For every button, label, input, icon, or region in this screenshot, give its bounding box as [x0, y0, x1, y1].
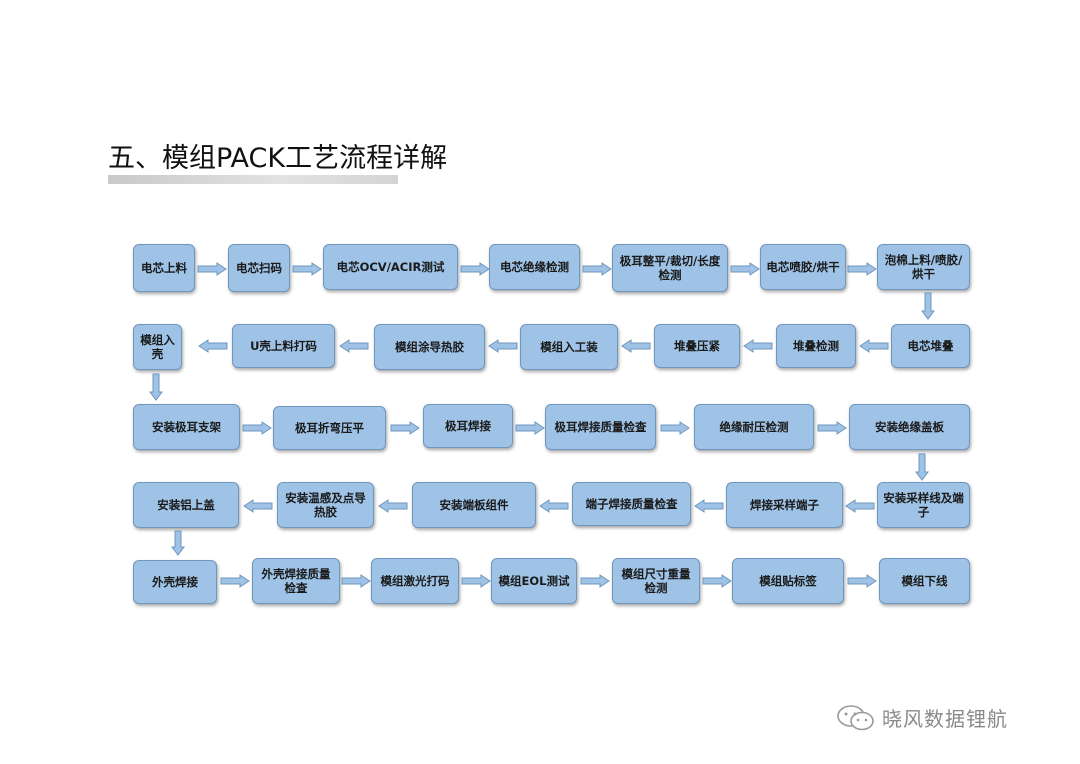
step-1: 电芯上料	[133, 244, 195, 292]
wechat-icon	[837, 704, 874, 730]
arrow-right-icon	[817, 421, 847, 435]
step-17: 极耳焊接	[423, 404, 513, 448]
step-11: 模组入工装	[520, 324, 618, 370]
step-9: 堆叠检测	[776, 324, 856, 368]
arrow-left-icon	[859, 339, 889, 353]
step-23: 端子焊接质量检查	[572, 482, 691, 526]
step-18: 极耳焊接质量检查	[545, 404, 656, 450]
step-4: 电芯绝缘检测	[489, 244, 580, 290]
arrow-left-icon	[198, 339, 228, 353]
arrow-right-icon	[660, 421, 690, 435]
arrow-left-icon	[621, 339, 651, 353]
arrow-right-icon	[580, 574, 610, 588]
step-14: 模组入壳	[133, 324, 182, 370]
arrow-right-icon	[730, 262, 760, 276]
arrow-right-icon	[702, 574, 732, 588]
step-19: 绝缘耐压检测	[694, 404, 814, 450]
arrow-right-icon	[582, 262, 612, 276]
arrow-left-icon	[488, 339, 518, 353]
step-25: 安装温感及点导热胶	[277, 482, 374, 528]
step-30: 模组EOL测试	[491, 558, 577, 604]
step-33: 模组下线	[879, 558, 970, 604]
arrow-right-icon	[242, 421, 272, 435]
step-27: 外壳焊接	[133, 560, 217, 604]
arrow-right-icon	[292, 262, 322, 276]
arrow-right-icon	[341, 574, 371, 588]
page-title: 五、模组PACK工艺流程详解	[108, 143, 448, 174]
step-5: 极耳整平/裁切/长度检测	[612, 244, 728, 292]
watermark-text: 晓风数据锂航	[882, 707, 1008, 731]
arrow-left-icon	[243, 499, 273, 513]
step-29: 模组激光打码	[371, 558, 459, 604]
step-28: 外壳焊接质量检查	[252, 558, 340, 604]
arrow-right-icon	[390, 421, 420, 435]
arrow-right-icon	[220, 574, 250, 588]
arrow-left-icon	[539, 499, 569, 513]
step-2: 电芯扫码	[228, 244, 290, 292]
step-20: 安装绝缘盖板	[849, 404, 970, 450]
step-7: 泡棉上料/喷胶/烘干	[877, 244, 970, 290]
step-31: 模组尺寸重量检测	[612, 558, 700, 604]
step-32: 模组贴标签	[732, 558, 844, 604]
arrow-down-icon	[921, 292, 935, 320]
step-12: 模组涂导热胶	[374, 324, 485, 370]
arrow-left-icon	[743, 339, 773, 353]
step-22: 焊接采样端子	[726, 482, 843, 528]
arrow-left-icon	[339, 339, 369, 353]
step-21: 安装采样线及端子	[877, 482, 970, 528]
step-3: 电芯OCV/ACIR测试	[323, 244, 458, 290]
arrow-left-icon	[378, 499, 408, 513]
arrow-right-icon	[847, 262, 877, 276]
arrow-left-icon	[845, 499, 875, 513]
watermark: 晓风数据锂航	[836, 703, 1008, 732]
step-24: 安装端板组件	[412, 482, 536, 528]
step-10: 堆叠压紧	[654, 324, 740, 368]
arrow-right-icon	[847, 574, 877, 588]
step-26: 安装铝上盖	[133, 482, 239, 528]
arrow-right-icon	[461, 574, 491, 588]
arrow-down-icon	[149, 373, 163, 401]
arrow-left-icon	[694, 499, 724, 513]
step-8: 电芯堆叠	[891, 324, 970, 368]
step-13: U壳上料打码	[232, 324, 335, 368]
step-6: 电芯喷胶/烘干	[760, 244, 846, 290]
arrow-right-icon	[197, 262, 227, 276]
arrow-right-icon	[460, 262, 490, 276]
arrow-down-icon	[915, 453, 929, 481]
step-16: 极耳折弯压平	[273, 406, 386, 450]
title-underline	[108, 175, 398, 184]
step-15: 安装极耳支架	[133, 404, 240, 450]
arrow-down-icon	[171, 530, 185, 556]
arrow-right-icon	[515, 421, 545, 435]
